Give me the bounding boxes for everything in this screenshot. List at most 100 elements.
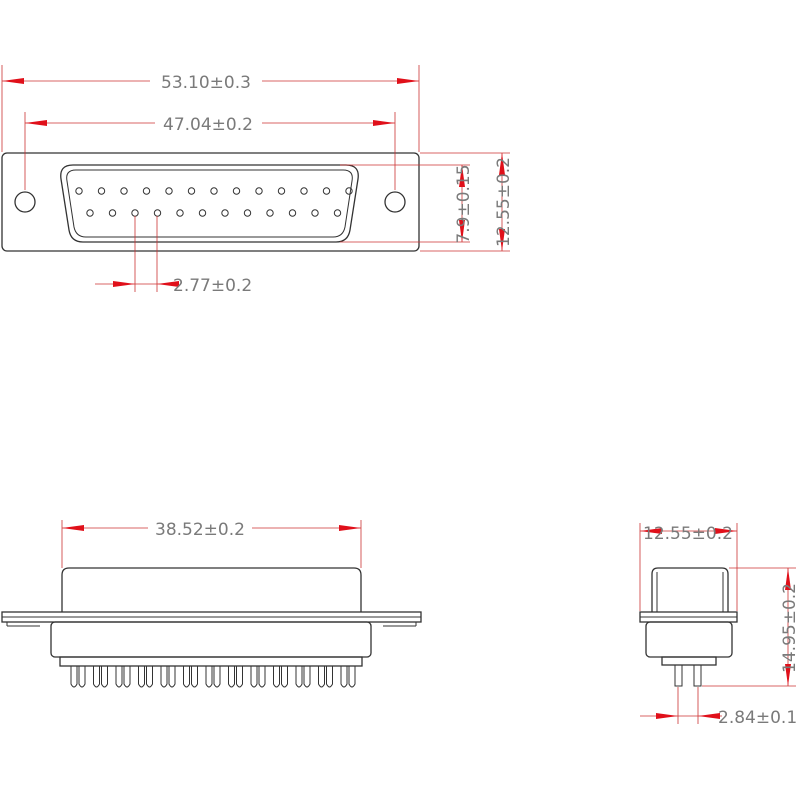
dim-flange-height: 12.55±0.2	[420, 152, 514, 252]
front-view	[1, 152, 420, 252]
end-shell	[651, 567, 729, 612]
arrow-head	[698, 713, 720, 719]
arrow-head	[113, 281, 135, 287]
dim-pin-offset: 2.84±0.1	[640, 687, 797, 728]
mounting-hole-left	[14, 191, 36, 213]
solder-tail	[93, 666, 100, 688]
solder-tail	[183, 666, 190, 688]
front-flange	[1, 152, 420, 252]
pin-hole	[97, 187, 106, 195]
arrow-head	[459, 165, 465, 187]
pin-hole	[300, 187, 308, 195]
arrow-head	[339, 525, 361, 531]
dim-end-height: 14.95±0.2	[702, 567, 800, 687]
end-body	[645, 621, 733, 658]
pin-hole	[243, 209, 252, 217]
solder-tail	[78, 666, 86, 688]
solder-tail	[303, 666, 311, 688]
solder-tail	[138, 666, 145, 688]
side-body	[50, 621, 372, 658]
side-base	[59, 656, 363, 667]
hole-spacing-label: 47.04±0.2	[163, 115, 253, 135]
solder-tail	[340, 666, 348, 688]
end-width-label: 12.55±0.2	[643, 524, 733, 544]
pin-hole	[266, 209, 274, 217]
pin-hole	[75, 187, 83, 195]
end-view	[639, 567, 738, 687]
front-d-shell-outer	[60, 164, 359, 243]
solder-tail	[258, 666, 266, 688]
solder-tail	[191, 666, 198, 688]
solder-tail	[250, 666, 258, 688]
pin-hole	[120, 187, 128, 195]
solder-tail	[213, 666, 221, 688]
pin-hole	[232, 187, 241, 195]
pin-hole	[165, 187, 173, 195]
solder-tail	[168, 666, 176, 688]
arrow-head	[25, 120, 47, 126]
solder-tail	[101, 666, 108, 688]
pin-hole	[131, 209, 139, 217]
arrow-head	[656, 713, 678, 719]
solder-tail	[273, 666, 280, 688]
arrow-head	[715, 528, 737, 534]
pin-hole	[176, 209, 184, 217]
solder-tail	[236, 666, 243, 688]
arrow-head	[499, 153, 505, 175]
arrow-head	[785, 664, 791, 686]
pin-hole	[345, 187, 353, 195]
dim-hole-spacing: 47.04±0.2	[24, 112, 396, 190]
arrow-head	[785, 568, 791, 590]
flange-height-label: 12.55±0.2	[494, 157, 514, 247]
solder-tail	[326, 666, 333, 688]
pin-hole	[288, 209, 297, 217]
pin-hole	[322, 187, 331, 195]
arrow-head	[459, 220, 465, 242]
solder-tail	[123, 666, 131, 688]
shell-width-label: 38.52±0.2	[155, 520, 245, 540]
pin-hole	[277, 187, 286, 195]
pin-pitch-label: 2.77±0.2	[173, 276, 252, 296]
pin-hole	[142, 187, 151, 195]
end-height-label: 14.95±0.2	[780, 583, 800, 673]
pin-hole	[255, 187, 263, 195]
pin-hole	[333, 209, 342, 217]
pin-hole	[210, 187, 218, 195]
arrow-head	[373, 120, 395, 126]
overall-width-label: 53.10±0.3	[161, 73, 251, 93]
mounting-hole-right	[384, 191, 406, 213]
pin-array	[75, 187, 353, 217]
pin-hole	[86, 209, 94, 217]
dim-shell-height: 7.9±0.15	[340, 164, 474, 244]
pin-hole	[311, 209, 319, 217]
arrow-head	[499, 229, 505, 251]
pin-hole	[221, 209, 229, 217]
dim-shell-width: 38.52±0.2	[61, 520, 362, 568]
arrow-head	[2, 78, 24, 84]
pin-hole	[187, 187, 196, 195]
arrow-head	[157, 281, 179, 287]
solder-tail	[115, 666, 123, 688]
solder-tail	[70, 666, 78, 688]
solder-tail	[348, 666, 356, 688]
dim-pin-pitch: 2.77±0.2	[95, 216, 252, 296]
pin-hole	[108, 209, 117, 217]
solder-tail	[318, 666, 325, 688]
end-tail-right	[693, 665, 702, 687]
end-base	[661, 656, 717, 666]
solder-tail	[295, 666, 303, 688]
solder-tail	[281, 666, 288, 688]
dim-overall-width: 53.10±0.3	[1, 65, 420, 152]
dim-end-width: 12.55±0.2	[639, 523, 738, 611]
solder-tails	[70, 666, 356, 688]
pin-hole	[153, 209, 162, 217]
solder-tail	[160, 666, 168, 688]
solder-tail	[205, 666, 213, 688]
arrow-head	[640, 528, 662, 534]
pin-offset-label: 2.84±0.1	[718, 708, 797, 728]
solder-tail	[146, 666, 153, 688]
side-shell	[61, 567, 362, 612]
side-view	[1, 567, 422, 688]
arrow-head	[62, 525, 84, 531]
